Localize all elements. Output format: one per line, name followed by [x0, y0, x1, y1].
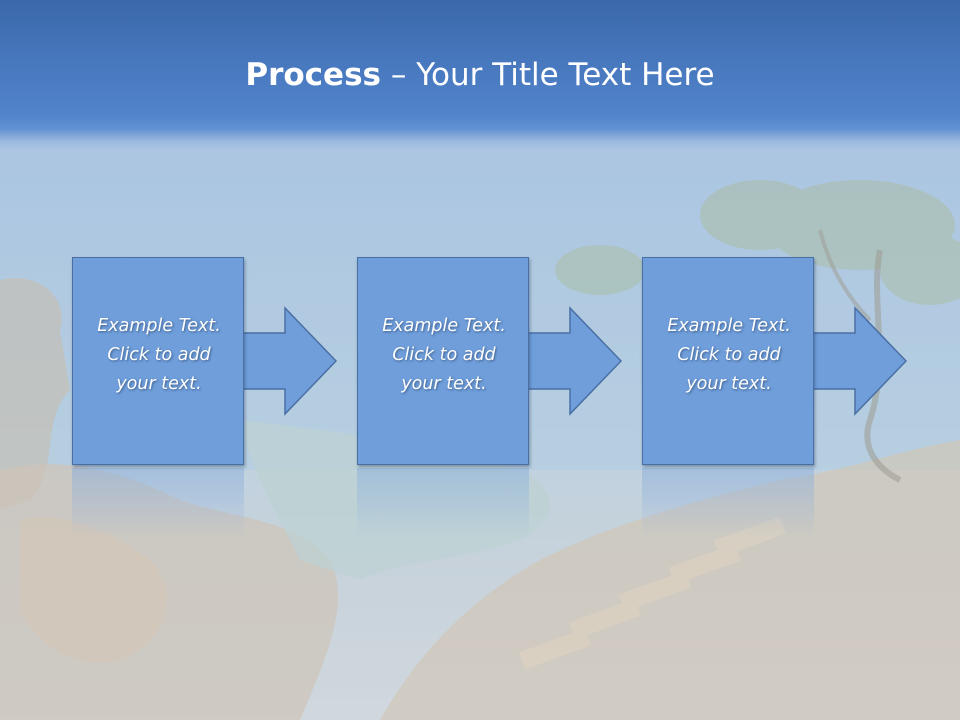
step-3-arrow-icon — [812, 306, 908, 416]
step-1-box[interactable]: Example Text. Click to add your text. — [72, 257, 244, 465]
title-rest: – Your Title Text Here — [381, 57, 715, 93]
step-2-box[interactable]: Example Text. Click to add your text. — [357, 257, 529, 465]
step-3-text: Example Text. Click to add your text. — [667, 316, 791, 394]
step-3-box[interactable]: Example Text. Click to add your text. — [642, 257, 814, 465]
title-band — [0, 0, 960, 150]
step-2-text: Example Text. Click to add your text. — [382, 316, 506, 394]
step-2-arrow-icon — [527, 306, 623, 416]
step-1-reflection — [72, 468, 244, 538]
step-1-text: Example Text. Click to add your text. — [97, 316, 221, 394]
slide-title[interactable]: Process – Your Title Text Here — [0, 52, 960, 98]
step-3-reflection — [642, 468, 814, 538]
step-1-arrow-icon — [242, 306, 338, 416]
step-2-reflection — [357, 468, 529, 538]
title-bold: Process — [245, 57, 381, 93]
